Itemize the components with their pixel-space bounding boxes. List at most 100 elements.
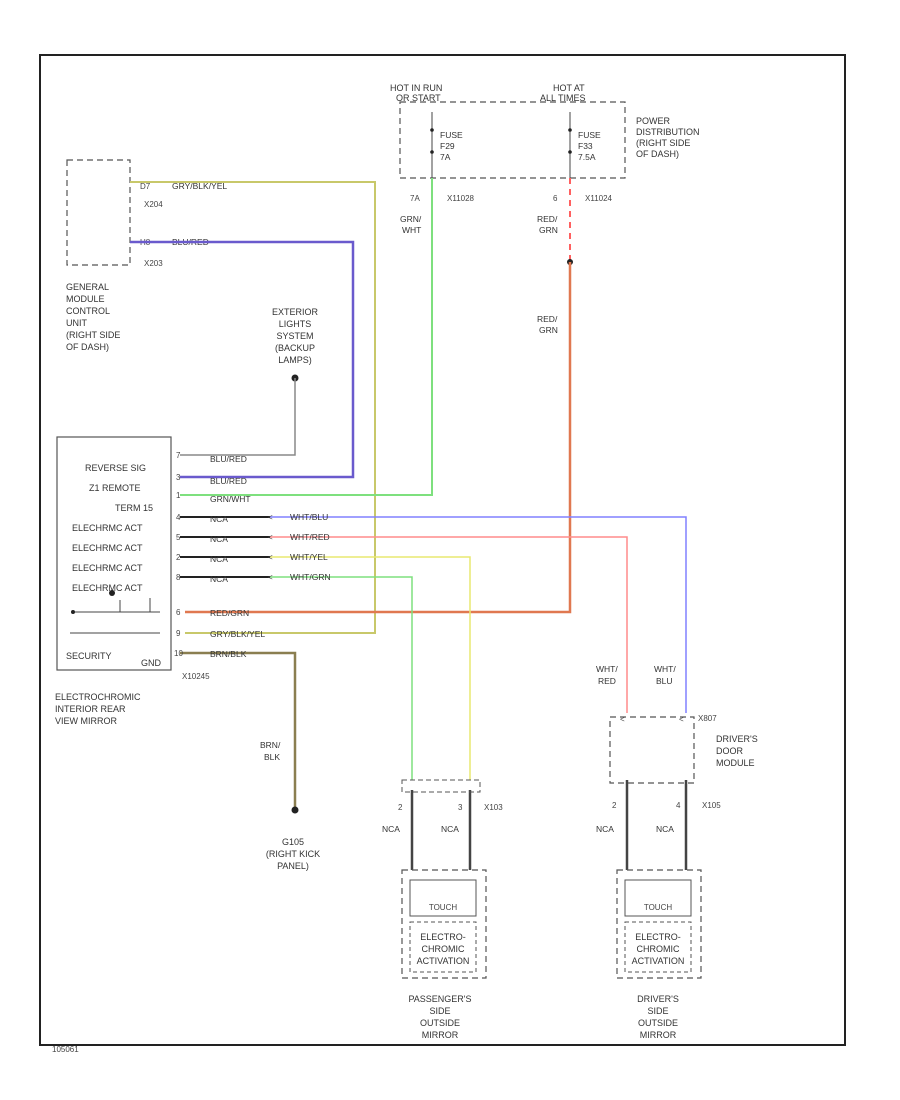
mirror-row-label-1: Z1 REMOTE: [89, 483, 141, 493]
wire-yellow: [130, 181, 376, 634]
ground-label-3: PANEL): [277, 861, 309, 871]
diagram-frame: [39, 54, 846, 1046]
drv-inner: TOUCH: [644, 903, 673, 912]
dr-wire-red-1: WHT/: [596, 664, 618, 674]
wire-wht-red: [270, 536, 628, 713]
pass-name-1: PASSENGER'S: [408, 994, 471, 1004]
power-distribution-label-3: (RIGHT SIDE: [636, 138, 690, 148]
pass-name-3: OUTSIDE: [420, 1018, 460, 1028]
mirror-wire-2: GRN/WHT: [210, 494, 251, 504]
wire-wht-yel: [270, 556, 471, 780]
wire-red-grn-3: RED/: [537, 314, 558, 324]
drv-name-4: MIRROR: [640, 1030, 677, 1040]
mirror-wire-5b: WHT/YEL: [290, 552, 328, 562]
mirror-row-label-0: REVERSE SIG: [85, 463, 146, 473]
wire-red-grn-1: RED/: [537, 214, 558, 224]
power-distribution: HOT IN RUN OR START HOT AT ALL TIMES FUS…: [390, 83, 700, 335]
mirror-wire-3: NCA: [210, 514, 228, 524]
wires: [130, 178, 688, 870]
mirror-conn-arrow-3: <: [268, 553, 273, 562]
footer-code: 105061: [52, 1045, 79, 1054]
exterior-lights: EXTERIOR LIGHTS SYSTEM (BACKUP LAMPS): [272, 307, 319, 382]
mirror-conn-arrow-2: <: [268, 533, 273, 542]
wire-blue: [130, 240, 355, 479]
dr-module-label-1: DRIVER'S: [716, 734, 758, 744]
wire-wht-blu: [270, 516, 687, 713]
dr-module-conn: X807: [698, 714, 717, 723]
mirror-wire-0: BLU/RED: [210, 454, 247, 464]
mirror-pin-1: 1: [176, 491, 181, 500]
dr-wire-blu-1: WHT/: [654, 664, 676, 674]
ground-label-2: (RIGHT KICK: [266, 849, 320, 859]
mirror-row-label-gnd: GND: [141, 658, 162, 668]
pass-pin-2: 2: [398, 803, 403, 812]
conn-x11028: X11028: [447, 194, 475, 203]
mirror-wire-7: RED/GRN: [210, 608, 249, 618]
wire-grn-wht-1: GRN/: [400, 214, 422, 224]
mirror-row-label-5: ELECHRMC ACT: [72, 563, 143, 573]
mirror-pin-9: 9: [176, 629, 181, 638]
mirror-wire-4: NCA: [210, 534, 228, 544]
mirror-row-label-9: SECURITY: [66, 651, 112, 661]
ground-wire-1: BRN/: [260, 740, 281, 750]
mirror-conn: X10245: [182, 672, 210, 681]
pin-6: 6: [553, 194, 558, 203]
mirror-pin-7: 7: [176, 451, 181, 460]
conn-x11024: X11024: [585, 194, 613, 203]
mirror-conn-arrow-1: <: [268, 513, 273, 522]
hot-in-run-label-2: OR START: [396, 93, 441, 103]
power-distribution-label-2: DISTRIBUTION: [636, 127, 700, 137]
dr-conn-arrow-2: <: [679, 715, 684, 724]
dr-module-label-2: DOOR: [716, 746, 744, 756]
mirror-name-1: ELECTROCHROMIC: [55, 692, 141, 702]
power-distribution-label-1: POWER: [636, 116, 671, 126]
wire-green: [180, 178, 433, 496]
fuse-f33-label-2: F33: [578, 141, 593, 151]
wire-brn-blk: [180, 651, 297, 808]
mirror-conn-arrow-4: <: [268, 573, 273, 582]
drv-wire-l: NCA: [596, 824, 614, 834]
pass-pin-3: 3: [458, 803, 463, 812]
pass-name-4: MIRROR: [422, 1030, 459, 1040]
pass-box-1: ELECTRO-: [420, 932, 466, 942]
pass-wire-r: NCA: [441, 824, 459, 834]
mirror-wire-9: BRN/BLK: [210, 649, 247, 659]
drv-box-2: CHROMIC: [637, 944, 680, 954]
wire-red-grn-2: GRN: [539, 225, 558, 235]
ext-lights-label-5: LAMPS): [278, 355, 312, 365]
ground-wire-2: BLK: [264, 752, 280, 762]
ground-label-1: G105: [282, 837, 304, 847]
fuse-f29-label-1: FUSE: [440, 130, 463, 140]
drv-wire-r: NCA: [656, 824, 674, 834]
gem-conn-x203: X203: [144, 259, 163, 268]
gem-label-2: MODULE: [66, 294, 105, 304]
wire-wht-grn: [270, 576, 413, 780]
fuse-f29-label-3: 7A: [440, 152, 451, 162]
mirror-pin-2: 2: [176, 553, 181, 562]
gem-wire-gry-blk-yel: GRY/BLK/YEL: [172, 181, 227, 191]
drv-box-1: ELECTRO-: [635, 932, 681, 942]
pass-conn: X103: [484, 803, 503, 812]
gem-label-3: CONTROL: [66, 306, 110, 316]
mirror-wire-6b: WHT/GRN: [290, 572, 331, 582]
wire-grn-wht-2: WHT: [402, 225, 421, 235]
pass-name-2: SIDE: [429, 1006, 450, 1016]
mirror-pin-4: 4: [176, 513, 181, 522]
gem-label-1: GENERAL: [66, 282, 109, 292]
mirror-row-label-6: ELECHRMC ACT: [72, 583, 143, 593]
mirror-pin-10: 10: [174, 649, 183, 658]
fuse-f33-label-3: 7.5A: [578, 152, 596, 162]
pin-7a: 7A: [410, 194, 420, 203]
mirror-wire-3b: WHT/BLU: [290, 512, 328, 522]
hot-at-all-times-label-1: HOT AT: [553, 83, 585, 93]
gem-label-4: UNIT: [66, 318, 87, 328]
ext-lights-label-2: LIGHTS: [279, 319, 312, 329]
mirror-wire-5: NCA: [210, 554, 228, 564]
mirror-wire-1: BLU/RED: [210, 476, 247, 486]
ext-lights-label-1: EXTERIOR: [272, 307, 319, 317]
pass-wire-l: NCA: [382, 824, 400, 834]
wire-orange: [185, 262, 572, 614]
mirror-pin-8: 8: [176, 573, 181, 582]
hot-in-run-label-1: HOT IN RUN: [390, 83, 442, 93]
